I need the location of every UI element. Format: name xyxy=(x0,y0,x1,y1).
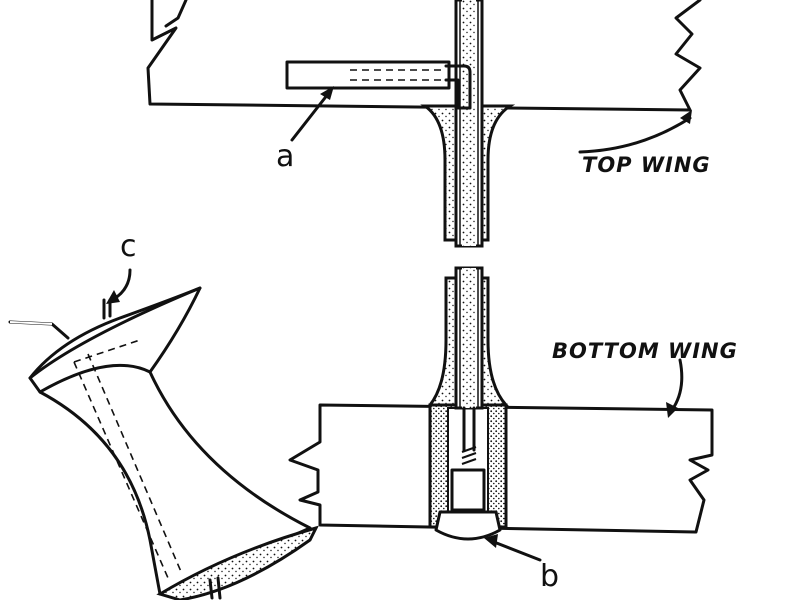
label-bottom-wing: BOTTOM WING xyxy=(552,339,738,363)
label-b: b xyxy=(540,559,559,594)
leader-c xyxy=(106,268,132,304)
label-top-wing: TOP WING xyxy=(582,153,711,177)
label-c: c xyxy=(120,229,137,264)
top-wing xyxy=(146,0,702,112)
leader-b xyxy=(484,534,542,562)
leader-a xyxy=(290,86,334,142)
bracket-a xyxy=(285,60,472,110)
top-fitting xyxy=(420,0,516,248)
bottom-fitting xyxy=(426,266,510,541)
fitting-c xyxy=(8,286,319,600)
label-a: a xyxy=(276,139,294,174)
leader-bottom-wing xyxy=(666,358,684,418)
leader-top-wing xyxy=(578,110,692,154)
bottom-wing xyxy=(288,403,714,534)
